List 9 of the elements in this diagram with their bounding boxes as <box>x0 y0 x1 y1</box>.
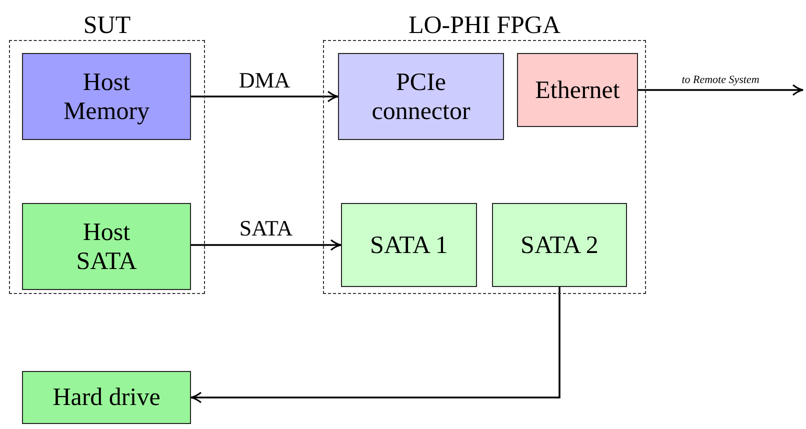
component-box: PCIe connector <box>338 53 504 140</box>
component-box: Hard drive <box>22 371 191 424</box>
component-box: Host SATA <box>22 203 191 290</box>
component-box: SATA 1 <box>341 203 477 287</box>
component-box: SATA 2 <box>492 203 627 287</box>
group-heading: LO-PHI FPGA <box>407 12 562 40</box>
group-heading: SUT <box>82 12 132 40</box>
component-box: Host Memory <box>22 53 191 140</box>
component-box: Ethernet <box>517 53 638 127</box>
